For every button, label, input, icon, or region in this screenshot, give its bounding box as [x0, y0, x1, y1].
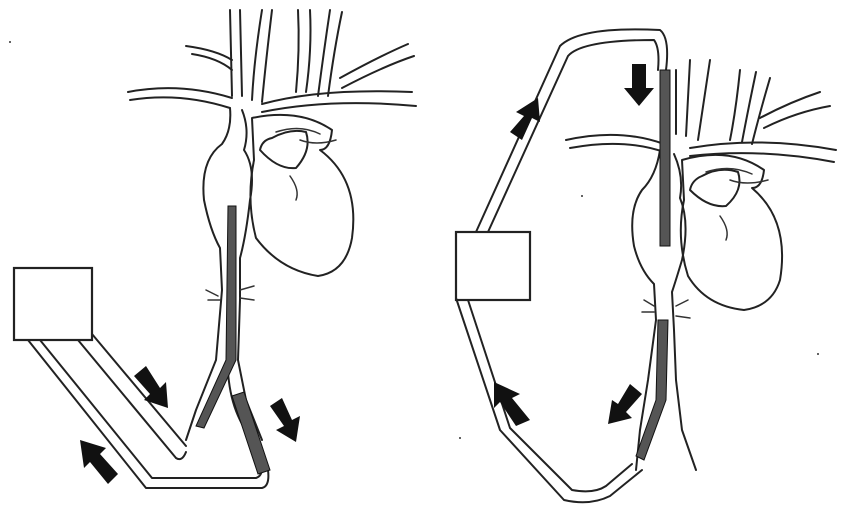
right-arrow-down — [624, 64, 654, 106]
right-aorta-outline — [566, 60, 836, 470]
left-arrow-down-1 — [134, 366, 168, 408]
right-arrow-up-left — [494, 382, 530, 426]
left-panel — [14, 10, 416, 488]
right-heart-outline — [681, 155, 782, 310]
right-arrow-down-left — [608, 384, 642, 424]
right-panel — [456, 29, 836, 502]
left-arrow-down-2 — [270, 398, 300, 442]
left-heart-outline — [250, 115, 353, 276]
left-aorta-outline — [128, 10, 416, 444]
left-pump-box — [14, 268, 92, 340]
right-pump-box — [456, 232, 530, 300]
right-arrow-up-right — [510, 98, 540, 140]
